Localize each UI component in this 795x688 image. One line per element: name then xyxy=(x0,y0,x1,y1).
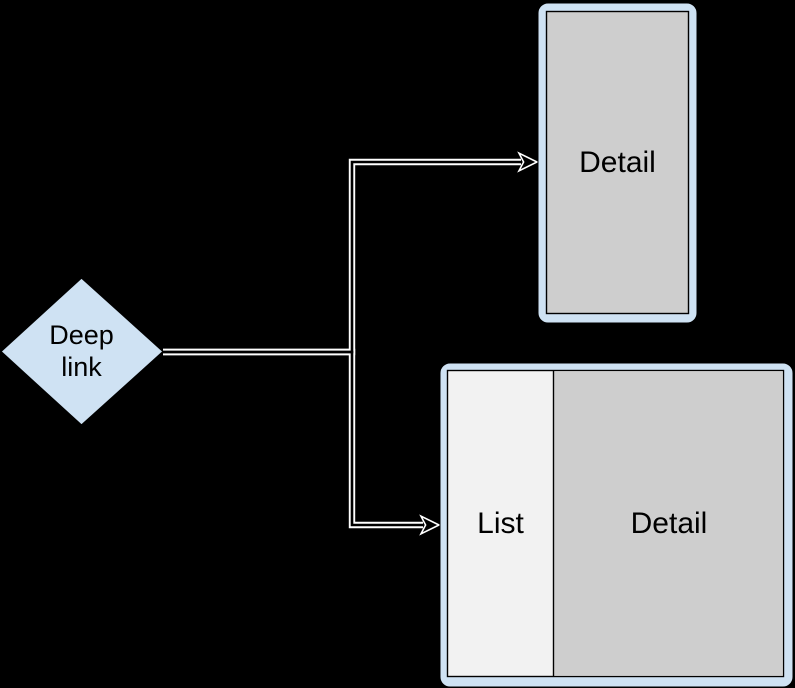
detail-screen-frame xyxy=(537,2,698,324)
connector-deep-link-to-detail xyxy=(163,160,521,354)
list-detail-screen-frame xyxy=(439,362,794,688)
connector-deep-link-to-list-detail xyxy=(163,350,423,527)
connector-deep-link-to-list-detail-casing xyxy=(163,348,423,529)
arrow-head-icon-detail xyxy=(517,151,539,173)
connector-cores xyxy=(163,160,521,527)
detail-frame-screen xyxy=(545,10,690,315)
deep-link-diamond xyxy=(0,277,164,426)
connector-deep-link-to-detail-casing xyxy=(163,158,521,356)
arrow-head-icon-list-detail xyxy=(419,514,441,536)
detail-pane xyxy=(554,371,783,676)
